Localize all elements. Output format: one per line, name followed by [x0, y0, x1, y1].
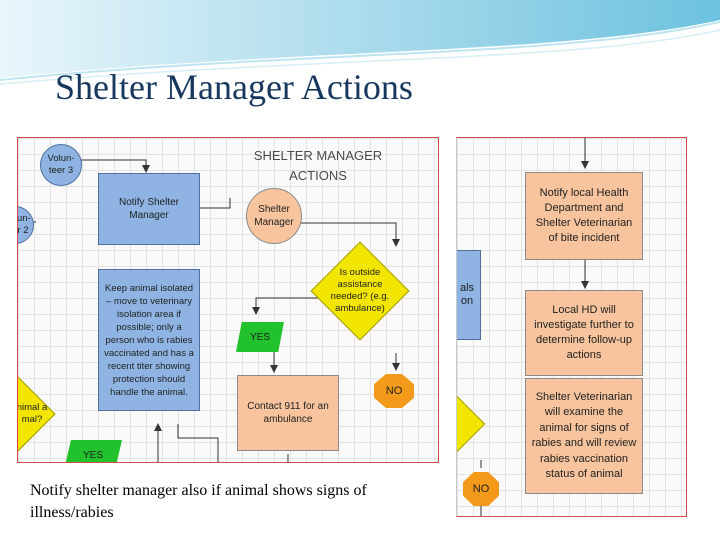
- no-label-text: NO: [385, 385, 403, 397]
- yes-label-box: YES: [236, 322, 284, 352]
- notify-shelter-manager-box: Notify Shelter Manager: [98, 173, 200, 245]
- volunteer-3-label: Volun- teer 3: [47, 153, 75, 176]
- keep-animal-isolated-text: Keep animal isolated – move to veterinar…: [104, 282, 194, 398]
- local-hd-investigate-text: Local HD will investigate further to det…: [534, 304, 634, 361]
- shelter-vet-exam-box: Shelter Veterinarian will examine the an…: [525, 378, 643, 494]
- volunteer-3-node: Volun- teer 3: [40, 144, 82, 186]
- partial-blue-box-text: als on: [459, 282, 475, 307]
- yes-label-bottom-text: YES: [82, 449, 103, 461]
- yes-label-text: YES: [249, 331, 270, 343]
- shelter-manager-text: Shelter Manager: [254, 204, 294, 228]
- slide-caption: Notify shelter manager also if animal sh…: [30, 482, 367, 521]
- notify-local-hd-text: Notify local Health Department and Shelt…: [535, 187, 633, 244]
- no-octagon: NO: [374, 374, 414, 408]
- panel-heading-line1: SHELTER MANAGER: [253, 148, 383, 163]
- contact-911-box: Contact 911 for an ambulance: [237, 375, 339, 451]
- shelter-manager-node: Shelter Manager: [246, 188, 302, 244]
- right-no-octagon: NO: [463, 472, 499, 506]
- slide-title: Shelter Manager Actions: [55, 67, 413, 107]
- header-swoosh: [0, 0, 720, 85]
- flowchart-right-panel: als on Notify local Health Department an…: [456, 137, 687, 517]
- partial-blue-box: als on: [457, 250, 481, 340]
- local-hd-investigate-box: Local HD will investigate further to det…: [525, 290, 643, 376]
- panel-heading-line2: ACTIONS: [289, 168, 347, 183]
- contact-911-text: Contact 911 for an ambulance: [247, 401, 329, 425]
- right-no-text: NO: [472, 483, 490, 495]
- animal-decision-text: nimal a mal?: [17, 402, 48, 425]
- yes-label-bottom: YES: [64, 440, 122, 462]
- notify-local-hd-box: Notify local Health Department and Shelt…: [525, 172, 643, 260]
- volunteer-2-label: un- r 2: [17, 213, 31, 236]
- panel-heading: SHELTER MANAGER ACTIONS: [218, 146, 418, 186]
- outside-assistance-text: Is outside assistance needed? (e.g. ambu…: [330, 267, 390, 314]
- shelter-vet-exam-text: Shelter Veterinarian will examine the an…: [531, 390, 637, 481]
- notify-shelter-manager-text: Notify Shelter Manager: [118, 197, 180, 221]
- flowchart-left-panel: Volun- teer 3 un- r 2 SHELTER MANAGER AC…: [17, 137, 439, 463]
- right-connector-lines: [480, 138, 589, 516]
- keep-animal-isolated-box: Keep animal isolated – move to veterinar…: [98, 269, 200, 411]
